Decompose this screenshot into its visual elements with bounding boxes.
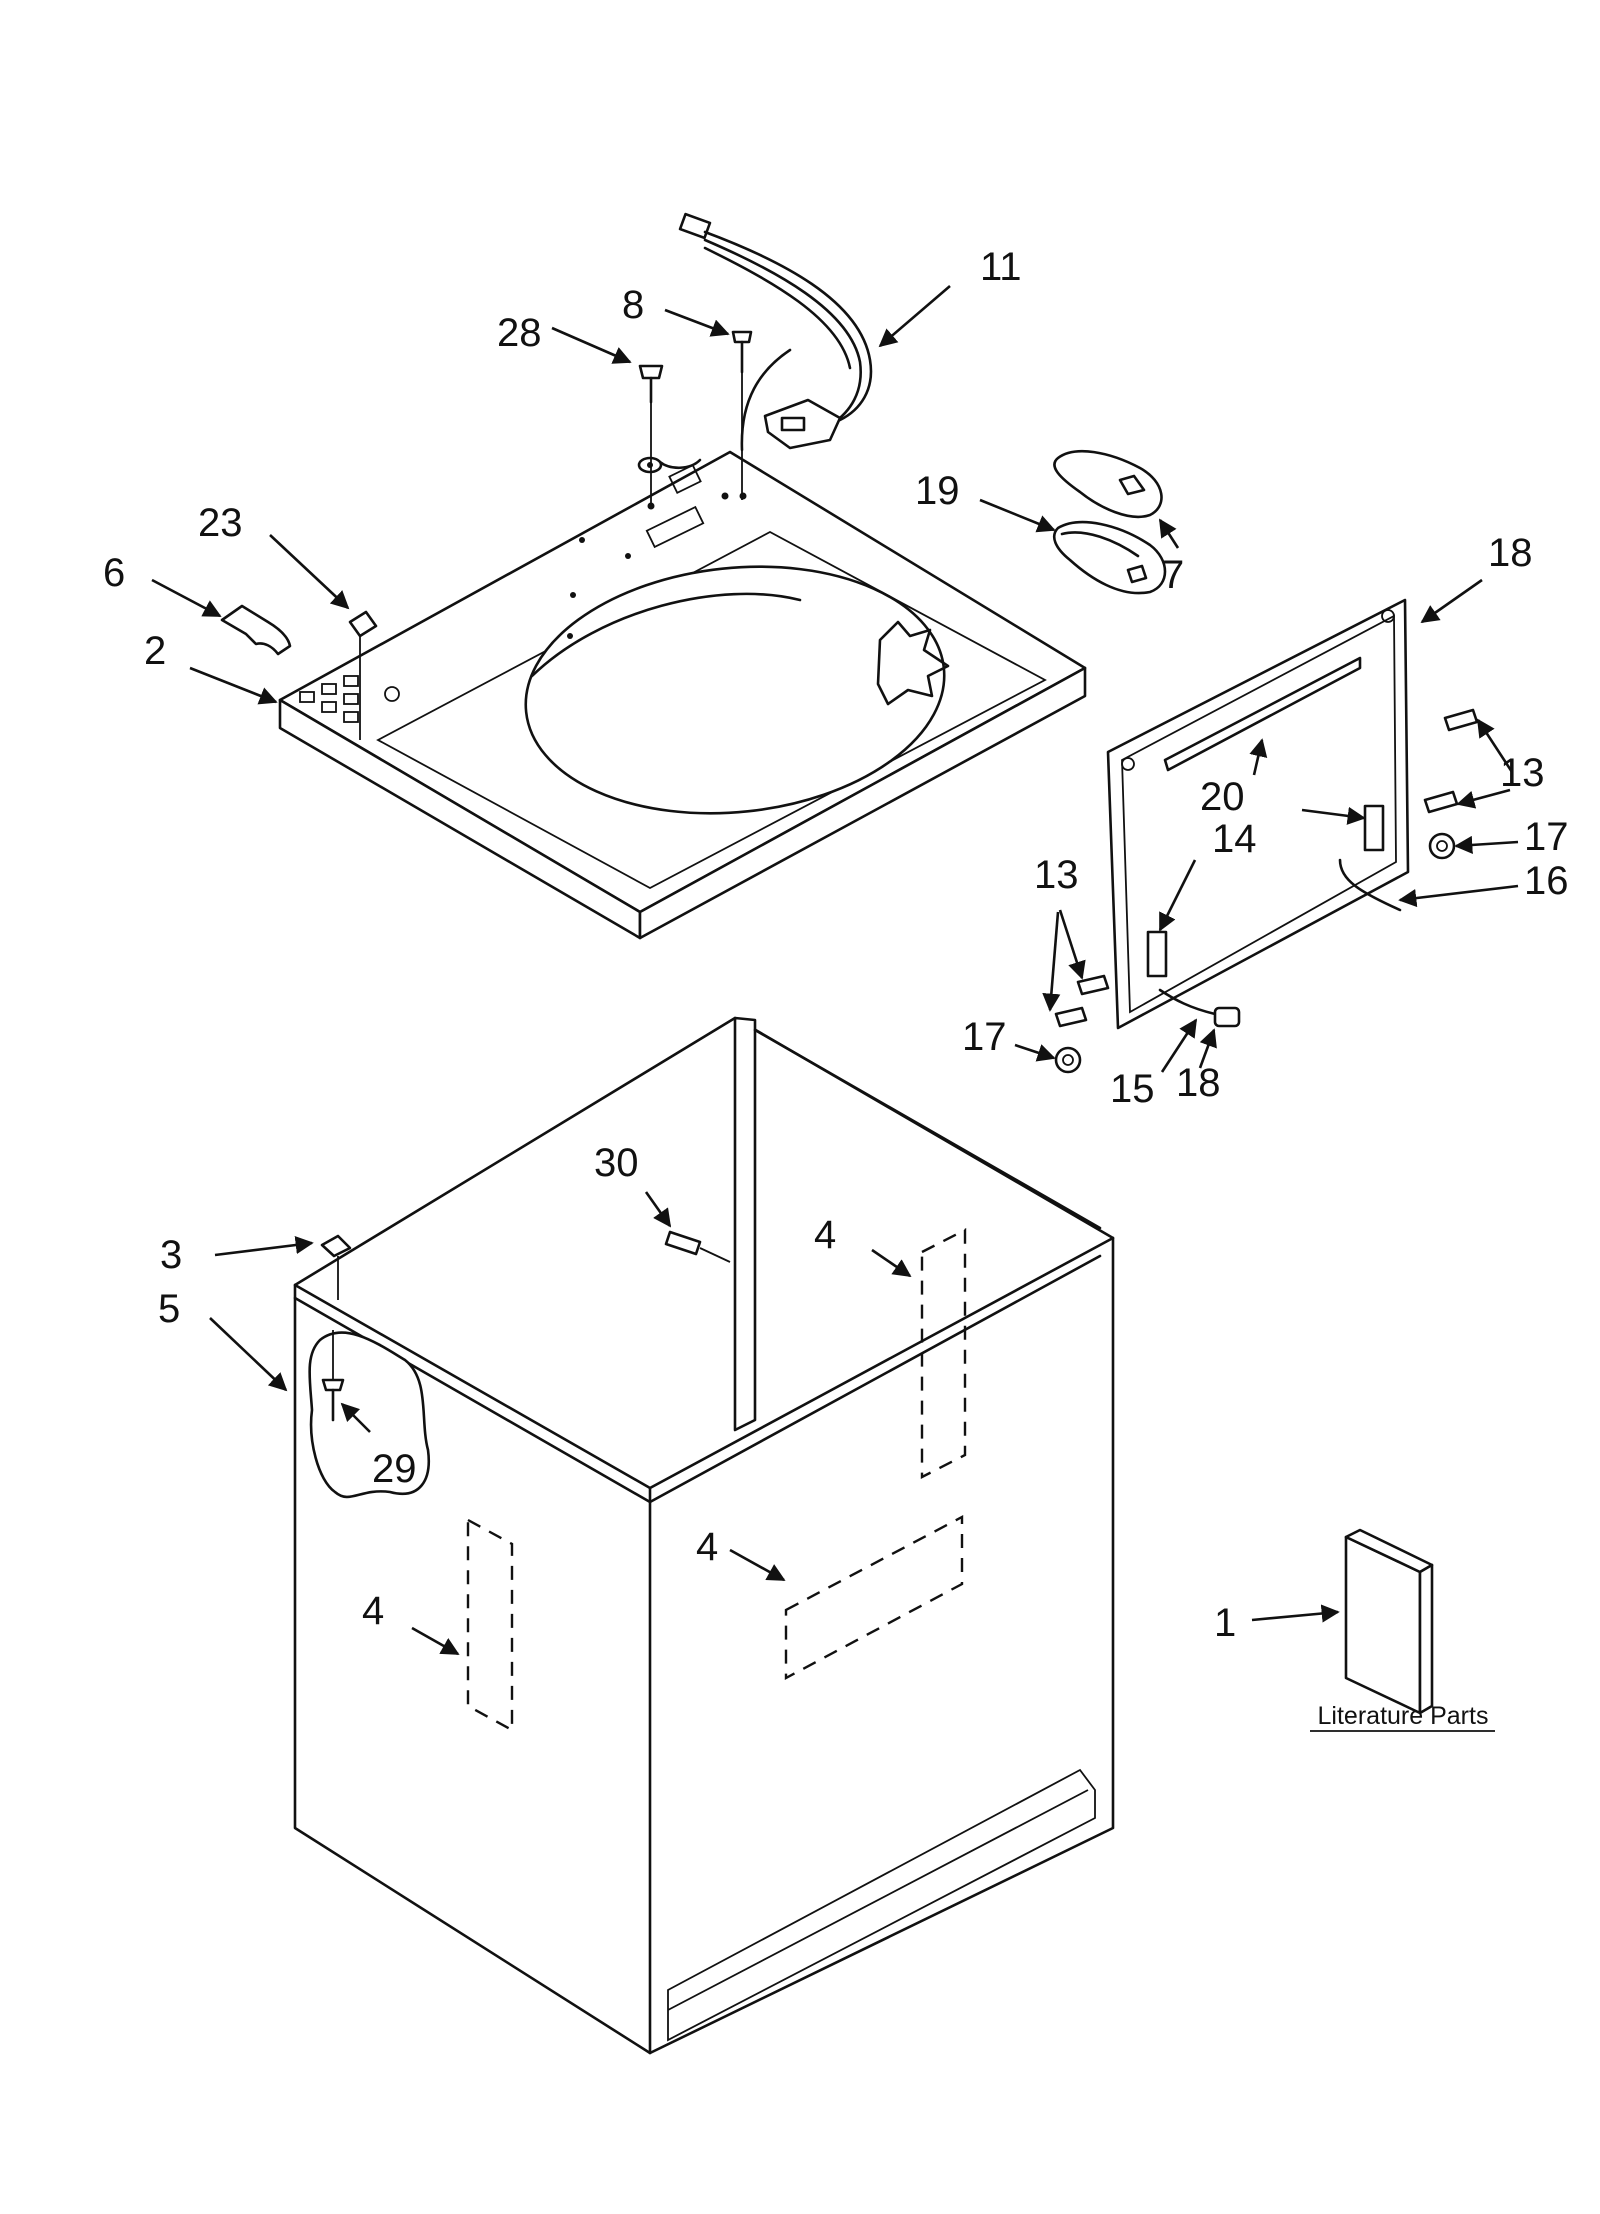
callout-18: 18	[1176, 1061, 1221, 1105]
literature-caption: Literature Parts	[1318, 1702, 1489, 1730]
callout-15: 15	[1110, 1067, 1155, 1111]
agitator-cap-20	[1053, 520, 1167, 595]
callout-17-right: 17	[1524, 815, 1569, 859]
callout-28: 23	[198, 501, 243, 545]
callout-23: 29	[372, 1447, 417, 1491]
callout-leaders	[151, 285, 1519, 1656]
callout-16: 16	[1524, 859, 1569, 903]
clip-3	[320, 1234, 352, 1300]
callout-4-center: 4	[696, 1525, 718, 1569]
callout-5: 5	[158, 1287, 180, 1331]
callout-7: 7	[1162, 553, 1184, 597]
callout-29: 28	[497, 311, 542, 355]
screw-23	[321, 1330, 345, 1422]
callout-13-left: 13	[1034, 853, 1079, 897]
agitator-cap-7	[1053, 449, 1163, 519]
literature-parts	[1344, 1528, 1434, 1715]
bumpers-17	[1054, 832, 1456, 1074]
callout-14: 14	[1212, 817, 1257, 861]
lid-assembly	[1106, 598, 1410, 1030]
screw-8	[731, 330, 753, 500]
lid-switch-harness	[658, 212, 873, 470]
screw-29	[637, 364, 664, 505]
callout-6: 6	[103, 551, 125, 595]
callout-11: 11	[980, 245, 1022, 289]
top-panel	[278, 450, 1087, 940]
callout-8: 8	[622, 283, 644, 327]
callout-4-upper: 4	[814, 1213, 836, 1257]
bracket-28	[348, 610, 378, 740]
callout-1: 1	[1214, 1601, 1236, 1645]
callout-30: 30	[594, 1141, 639, 1185]
clip-6	[220, 604, 292, 656]
callout-2: 2	[144, 629, 166, 673]
screw-30	[664, 1230, 731, 1263]
callout-17-left: 17	[962, 1015, 1007, 1059]
callout-13-right: 13	[1500, 751, 1545, 795]
callout-3: 3	[160, 1233, 182, 1277]
callout-numbers: 11 8 28 23 6 2 19 7 18 20 13 14 17 16 13…	[103, 245, 1569, 1645]
callout-19: 18	[1488, 531, 1533, 575]
lid-screws-13	[1054, 708, 1479, 1028]
callout-20: 19	[915, 469, 960, 513]
callout-21: 20	[1200, 775, 1245, 819]
callout-4-left: 4	[362, 1589, 384, 1633]
